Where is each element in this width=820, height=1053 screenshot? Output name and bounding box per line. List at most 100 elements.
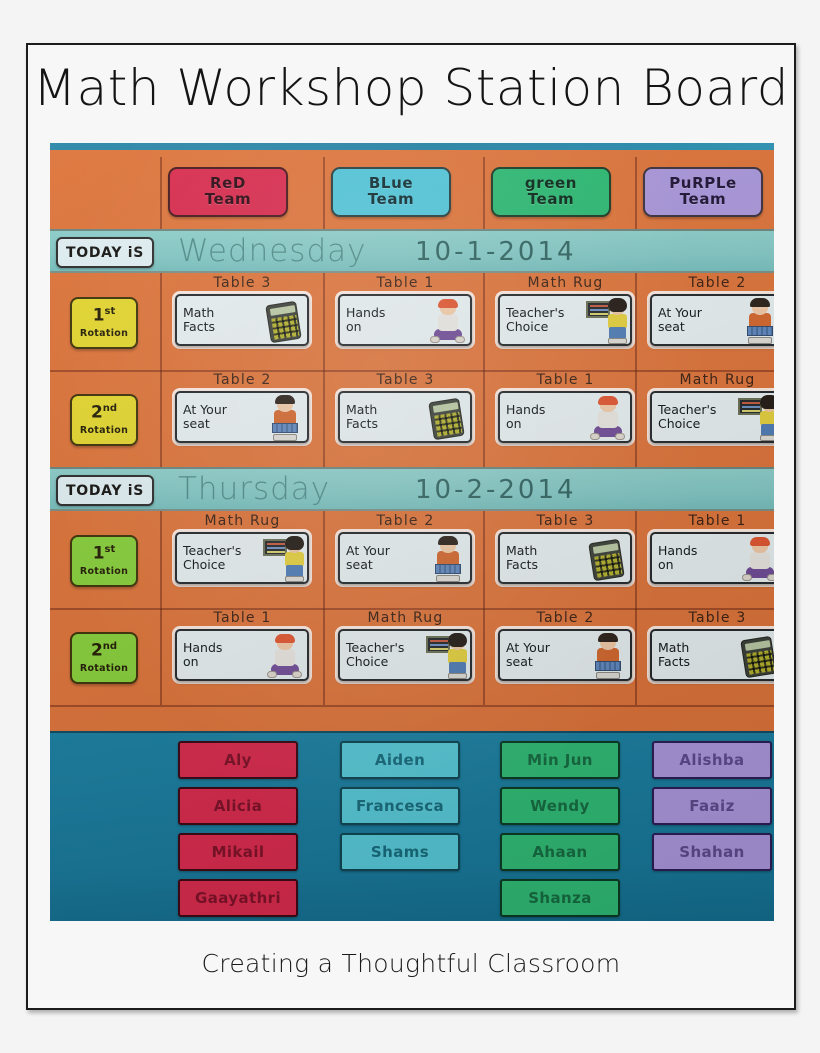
student-name-card[interactable]: Gaayathri xyxy=(178,879,298,917)
today-is-label: TODAY iS xyxy=(56,237,154,268)
rotation-number: 2 xyxy=(90,402,103,423)
station-location-label: Table 3 xyxy=(213,275,272,291)
station-card[interactable]: Teacher's Choice xyxy=(338,629,472,681)
station-card[interactable]: Teacher's Choice xyxy=(650,391,774,443)
station-card[interactable]: Math Facts xyxy=(175,294,309,346)
seated-kid-icon xyxy=(426,534,470,582)
station-card[interactable]: At Your seat xyxy=(175,391,309,443)
student-name-card[interactable]: Shanza xyxy=(500,879,620,917)
student-name-card[interactable]: Alishba xyxy=(652,741,772,779)
student-name-card[interactable]: Wendy xyxy=(500,787,620,825)
student-name-card[interactable]: Mikail xyxy=(178,833,298,871)
column-divider xyxy=(483,608,485,705)
column-divider xyxy=(635,370,637,467)
station-location-label: Table 3 xyxy=(376,372,435,388)
station-card[interactable]: At Your seat xyxy=(338,532,472,584)
column-divider xyxy=(323,273,325,370)
calculator-icon xyxy=(738,631,774,679)
team-header-line: BLue xyxy=(368,174,414,193)
calculator-icon xyxy=(586,534,630,582)
station-location-label: Math Rug xyxy=(367,610,444,626)
column-divider xyxy=(635,273,637,370)
station-card[interactable]: Math Facts xyxy=(650,629,774,681)
station-card[interactable]: Teacher's Choice xyxy=(498,294,632,346)
column-divider xyxy=(160,273,162,370)
rotation-number: 1 xyxy=(92,543,105,564)
student-name-card[interactable]: Francesca xyxy=(340,787,460,825)
column-divider xyxy=(160,157,162,236)
station-card[interactable]: Math Facts xyxy=(338,391,472,443)
station-card[interactable]: Hands on xyxy=(175,629,309,681)
station-name-text: Math Facts xyxy=(658,640,690,669)
station-card[interactable]: Hands on xyxy=(650,532,774,584)
station-name-text: Hands on xyxy=(658,543,698,572)
teacher-chalkboard-icon xyxy=(586,296,630,344)
station-card[interactable]: Hands on xyxy=(498,391,632,443)
page-title: Math Workshop Station Board xyxy=(32,59,790,117)
rotation-word: Rotation xyxy=(79,424,129,436)
station-card[interactable]: Teacher's Choice xyxy=(175,532,309,584)
station-name-text: Teacher's Choice xyxy=(183,543,242,572)
student-name-card[interactable]: Aiden xyxy=(340,741,460,779)
station-name-text: Hands on xyxy=(346,305,386,334)
column-divider xyxy=(635,157,637,236)
column-divider xyxy=(160,608,162,705)
station-name-text: Teacher's Choice xyxy=(658,402,717,431)
station-card[interactable]: Math Facts xyxy=(498,532,632,584)
sitting-kid-icon xyxy=(738,534,774,582)
station-card[interactable]: At Your seat xyxy=(498,629,632,681)
rotation-ordinal: nd xyxy=(102,403,118,415)
station-location-label: Table 2 xyxy=(688,275,747,291)
column-divider xyxy=(323,608,325,705)
station-card[interactable]: At Your seat xyxy=(650,294,774,346)
station-location-label: Table 2 xyxy=(213,372,272,388)
station-location-label: Table 1 xyxy=(213,610,272,626)
student-name-card[interactable]: Min Jun xyxy=(500,741,620,779)
student-name-card[interactable]: Aly xyxy=(178,741,298,779)
student-name-card[interactable]: Faaiz xyxy=(652,787,772,825)
team-header-line: PuRPLe xyxy=(669,174,737,193)
column-divider xyxy=(483,511,485,608)
rotation-word: Rotation xyxy=(79,565,129,577)
station-cell-red: Table 3 Math Facts xyxy=(165,273,320,370)
column-divider xyxy=(635,511,637,608)
rotation-word: Rotation xyxy=(79,327,129,339)
calculator-icon xyxy=(263,296,307,344)
column-divider xyxy=(323,157,325,236)
seated-kid-icon xyxy=(263,393,307,441)
station-card[interactable]: Hands on xyxy=(338,294,472,346)
rotation-number: 2 xyxy=(90,640,103,661)
rotation-number: 1 xyxy=(92,305,105,326)
station-name-text: At Your seat xyxy=(183,402,227,431)
station-name-text: Teacher's Choice xyxy=(346,640,405,669)
student-name-card[interactable]: Alicia xyxy=(178,787,298,825)
student-name-card[interactable]: Ahaan xyxy=(500,833,620,871)
student-name-card[interactable]: Shams xyxy=(340,833,460,871)
day-name-text: Wednesday xyxy=(178,233,367,269)
column-divider xyxy=(160,511,162,608)
student-name-card[interactable]: Shahan xyxy=(652,833,772,871)
row-divider xyxy=(50,705,774,707)
station-name-text: At Your seat xyxy=(506,640,550,669)
sitting-kid-icon xyxy=(586,393,630,441)
station-name-text: Hands on xyxy=(506,402,546,431)
station-name-text: At Your seat xyxy=(346,543,390,572)
